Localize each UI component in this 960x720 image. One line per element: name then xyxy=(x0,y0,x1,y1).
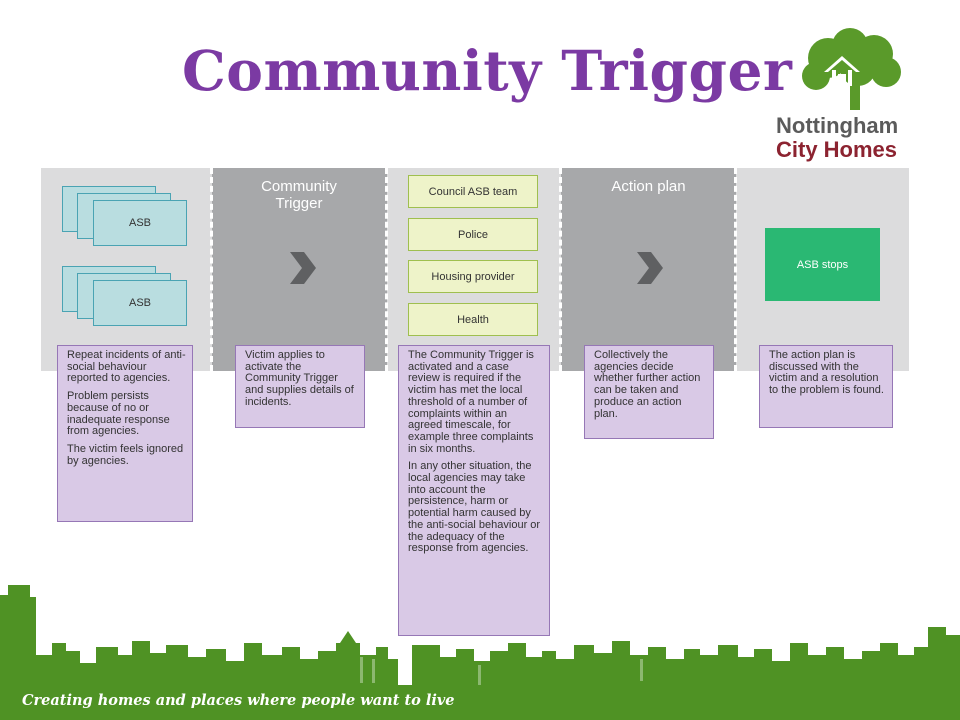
dashed-divider xyxy=(559,168,562,371)
dashed-divider xyxy=(385,168,388,371)
chevron-right-icon xyxy=(637,252,663,284)
note-paragraph: Repeat incidents of anti-social behaviou… xyxy=(67,349,186,385)
city-skyline-footer xyxy=(0,585,960,720)
note-action-plan: Collectively the agencies decide whether… xyxy=(584,345,714,439)
agency-police: Police xyxy=(408,218,538,251)
asb-card: ASB xyxy=(93,200,187,246)
page-title: Community Trigger xyxy=(182,38,793,103)
note-reports: Repeat incidents of anti-social behaviou… xyxy=(57,345,193,522)
panel-community-trigger: Community Trigger xyxy=(212,168,387,371)
note-paragraph: Collectively the agencies decide whether… xyxy=(594,349,701,420)
note-outcome: The action plan is discussed with the vi… xyxy=(759,345,893,428)
note-paragraph: The Community Trigger is activated and a… xyxy=(408,349,534,455)
note-paragraph: The action plan is discussed with the vi… xyxy=(769,349,884,397)
agency-housing-provider: Housing provider xyxy=(408,260,538,293)
outcome-asb-stops: ASB stops xyxy=(765,228,880,301)
asb-card: ASB xyxy=(93,280,187,326)
panel-community-trigger-title: Community Trigger xyxy=(261,178,337,212)
note-paragraph: The victim feels ignored by agencies. xyxy=(67,442,184,467)
note-paragraph: In any other situation, the local agenci… xyxy=(408,460,541,555)
footer-tagline: Creating homes and places where people w… xyxy=(22,692,455,709)
dashed-divider xyxy=(210,168,213,371)
note-agencies: The Community Trigger is activated and a… xyxy=(398,345,550,636)
panel-action-plan-title: Action plan xyxy=(611,178,686,195)
note-community-trigger: Victim applies to activate the Community… xyxy=(235,345,365,428)
note-paragraph: Problem persists because of no or inadeq… xyxy=(67,390,170,438)
chevron-right-icon xyxy=(290,252,316,284)
logo-text-city-homes: City Homes xyxy=(776,137,898,162)
logo-text-nottingham: Nottingham xyxy=(776,113,899,138)
nottingham-city-homes-logo: Nottingham City Homes xyxy=(770,20,935,162)
house-tree-icon xyxy=(802,28,901,110)
agency-council-asb-team: Council ASB team xyxy=(408,175,538,208)
agency-health: Health xyxy=(408,303,538,336)
note-paragraph: Victim applies to activate the Community… xyxy=(245,349,354,408)
dashed-divider xyxy=(734,168,737,371)
panel-action-plan: Action plan xyxy=(561,168,736,371)
